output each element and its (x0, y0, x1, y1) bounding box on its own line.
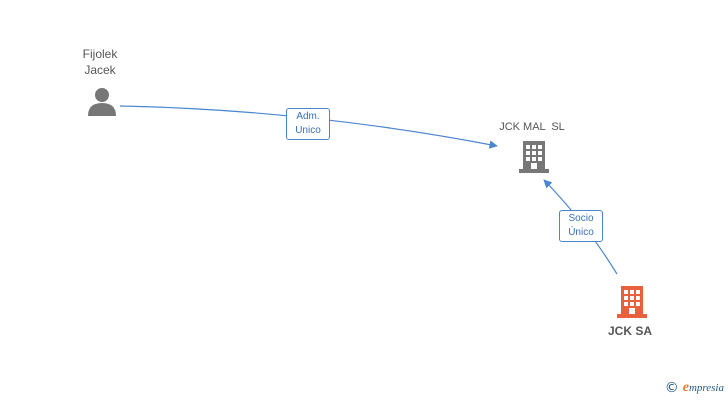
building-icon-jck-mal-sl[interactable] (519, 141, 549, 173)
edge-label-adm-line2: Unico (295, 125, 321, 136)
copyright-icon: © (664, 380, 679, 396)
edge-label-socio-line1: Socio (568, 213, 594, 224)
building-icon-jck-sa[interactable] (617, 286, 647, 318)
edge-label-socio-unico: Socio Único (559, 210, 603, 242)
person-name[interactable]: Fijolek Jacek (60, 46, 140, 78)
edge-label-socio-line2: Único (568, 227, 594, 238)
empresia-logo: © empresia (665, 380, 724, 396)
company-sa-name[interactable]: JCK SA (607, 324, 652, 338)
brand-name: empresia (682, 380, 724, 395)
person-name-line2: Jacek (84, 63, 116, 77)
edge-label-adm-line1: Adm. (296, 111, 320, 122)
person-icon[interactable] (88, 88, 116, 116)
person-name-line1: Fijolek (82, 47, 118, 61)
edge-label-adm-unico: Adm. Unico (286, 108, 330, 140)
company-main-name[interactable]: JCK MAL SL (499, 121, 565, 133)
